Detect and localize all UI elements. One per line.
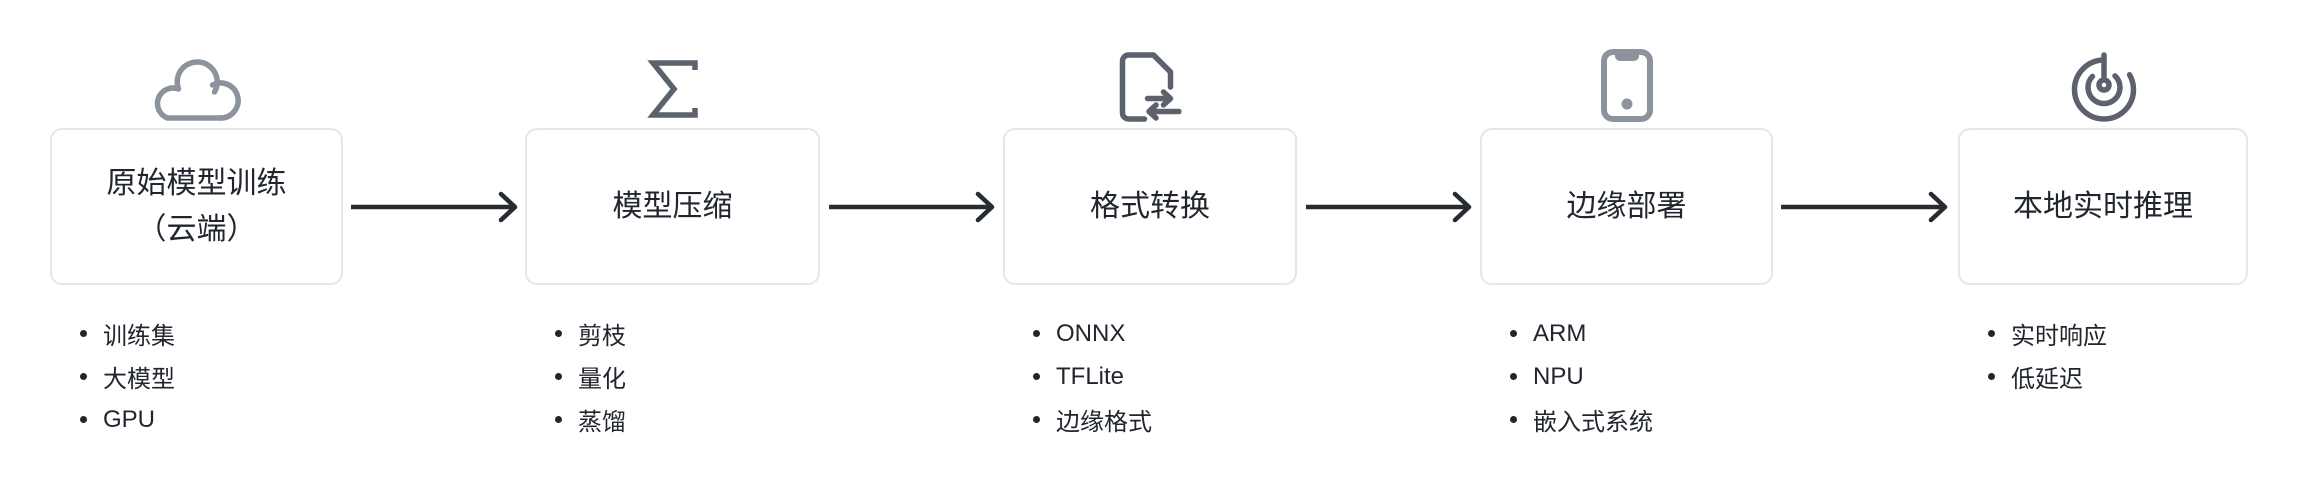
- stage-1: 原始模型训练 （云端） 训练集大模型 GPU: [50, 0, 343, 484]
- list-item: 量化: [555, 355, 626, 398]
- list-item: 蒸馏: [555, 398, 626, 441]
- stage-box: 边缘部署: [1480, 128, 1773, 285]
- bullet-text: 嵌入式系统: [1533, 409, 1653, 436]
- list-item: 训练集: [80, 312, 175, 355]
- bullet-text: 蒸馏: [578, 409, 626, 436]
- bullet-text: 大模型: [103, 366, 175, 393]
- stage-title: 边缘部署: [1566, 189, 1687, 223]
- bullet-text: 剪枝: [578, 323, 626, 350]
- list-item: 边缘格式: [1033, 398, 1152, 441]
- bullet-text: ARM: [1533, 319, 1587, 347]
- stage-bullet-list: 剪枝量化蒸馏: [555, 312, 626, 441]
- list-item: 实时响应: [1988, 312, 2107, 355]
- bullet-dot: [1510, 373, 1517, 380]
- smartphone-icon: [1600, 49, 1653, 122]
- bullet-dot: [1033, 373, 1040, 380]
- stage-box: 模型压缩: [525, 128, 820, 285]
- stage-box: 原始模型训练 （云端）: [50, 128, 343, 285]
- stage-box: 格式转换: [1003, 128, 1297, 285]
- stage-2: 模型压缩 剪枝量化蒸馏: [525, 0, 820, 484]
- list-item: 低延迟: [1988, 355, 2107, 398]
- list-item: ARM: [1510, 312, 1653, 355]
- stage-5: 本地实时推理 实时响应低延迟: [1958, 0, 2248, 484]
- stage-4: 边缘部署 ARM NPU 嵌入式系统: [1480, 0, 1773, 484]
- cloud-icon: [152, 59, 241, 122]
- stage-title: 本地实时推理: [2013, 189, 2193, 223]
- stage-bullet-list: ARM NPU 嵌入式系统: [1510, 312, 1653, 441]
- bullet-dot: [555, 373, 562, 380]
- list-item: 剪枝: [555, 312, 626, 355]
- flow-arrow-3: [1305, 187, 1472, 227]
- bullet-text: TFLite: [1056, 362, 1125, 390]
- bullet-text: 量化: [578, 366, 626, 393]
- bullet-dot: [1033, 416, 1040, 423]
- radar-icon: [2069, 52, 2137, 122]
- stage-title: 模型压缩: [612, 189, 733, 223]
- bullet-text: 实时响应: [2011, 323, 2107, 350]
- list-item: 嵌入式系统: [1510, 398, 1653, 441]
- bullet-dot: [80, 416, 87, 423]
- flow-arrow-1: [350, 187, 518, 227]
- list-item: 大模型: [80, 355, 175, 398]
- bullet-dot: [1988, 373, 1995, 380]
- bullet-text: 训练集: [103, 323, 175, 350]
- list-item: GPU: [80, 398, 175, 441]
- list-item: TFLite: [1033, 355, 1152, 398]
- bullet-text: 低延迟: [2011, 366, 2083, 393]
- bullet-dot: [555, 330, 562, 337]
- stage-box: 本地实时推理: [1958, 128, 2248, 285]
- bullet-dot: [80, 330, 87, 337]
- bullet-dot: [555, 416, 562, 423]
- bullet-text: GPU: [103, 405, 156, 433]
- list-item: ONNX: [1033, 312, 1152, 355]
- stage-bullet-list: 实时响应低延迟: [1988, 312, 2107, 398]
- stage-bullet-list: ONNX TFLite 边缘格式: [1033, 312, 1152, 441]
- bullet-text: 边缘格式: [1056, 409, 1152, 436]
- bullet-text: ONNX: [1056, 319, 1126, 347]
- stage-title: 原始模型训练 （云端）: [106, 166, 287, 246]
- bullet-dot: [80, 373, 87, 380]
- flow-arrow-2: [828, 187, 995, 227]
- stage-3: 格式转换 ONNX TFLite 边缘格式: [1003, 0, 1297, 484]
- file-transfer-icon: [1119, 52, 1182, 122]
- flow-arrow-4: [1780, 187, 1948, 227]
- bullet-dot: [1033, 330, 1040, 337]
- stage-title: 格式转换: [1090, 189, 1210, 223]
- bullet-text: NPU: [1533, 362, 1584, 390]
- bullet-dot: [1988, 330, 1995, 337]
- sigma-icon: [642, 56, 704, 122]
- bullet-dot: [1510, 416, 1517, 423]
- bullet-dot: [1510, 330, 1517, 337]
- stage-bullet-list: 训练集大模型 GPU: [80, 312, 175, 441]
- list-item: NPU: [1510, 355, 1653, 398]
